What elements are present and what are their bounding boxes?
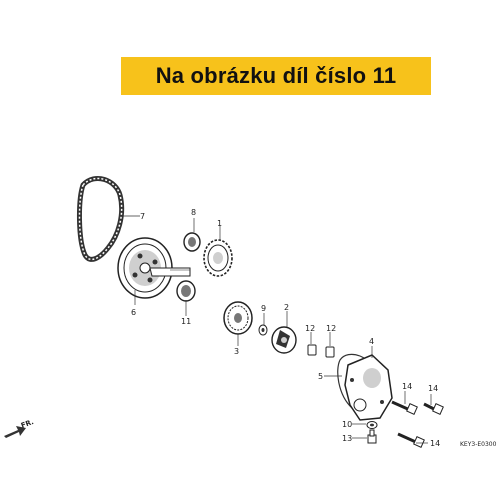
part-11-bearing [176,280,196,302]
diagram-code: KEY3-E0300 [460,441,497,448]
callout-7: 7 [140,212,145,221]
banner-text: Na obrázku díl číslo 11 [155,63,397,88]
callout-8: 8 [191,208,196,217]
part-1-gear [203,239,233,277]
callout-12a: 12 [305,324,315,333]
callout-9: 9 [261,304,266,313]
part-12-dowel-pins [307,344,335,358]
callout-1: 1 [217,219,222,228]
part-4-pump-body [344,354,393,421]
callout-14a: 14 [402,382,412,391]
callout-13: 13 [342,434,352,443]
part-14-bolts [391,400,444,448]
callout-numbers: 7 8 1 6 11 3 9 2 12 12 4 5 14 14 10 13 1… [131,208,440,448]
callout-11: 11 [181,317,191,326]
callout-10: 10 [342,420,352,429]
callout-5: 5 [318,372,323,381]
callout-14c: 14 [430,439,440,448]
callout-12b: 12 [326,324,336,333]
callout-6: 6 [131,308,136,317]
direction-arrow: FR. [4,418,35,438]
callout-4: 4 [369,337,374,346]
callout-2: 2 [284,303,289,312]
direction-label: FR. [20,418,35,430]
part-2-rotor [271,326,297,354]
part-8-bearing [183,232,201,252]
part-3-sprocket [223,301,253,335]
callout-lines [120,215,432,444]
part-7-belt [76,176,125,262]
part-10-13-drain [366,421,378,444]
part-6-pulley [117,237,191,299]
callout-3: 3 [234,347,239,356]
callout-14b: 14 [428,384,438,393]
part-9-washer [258,324,268,336]
part-number-banner: Na obrázku díl číslo 11 [121,57,431,95]
